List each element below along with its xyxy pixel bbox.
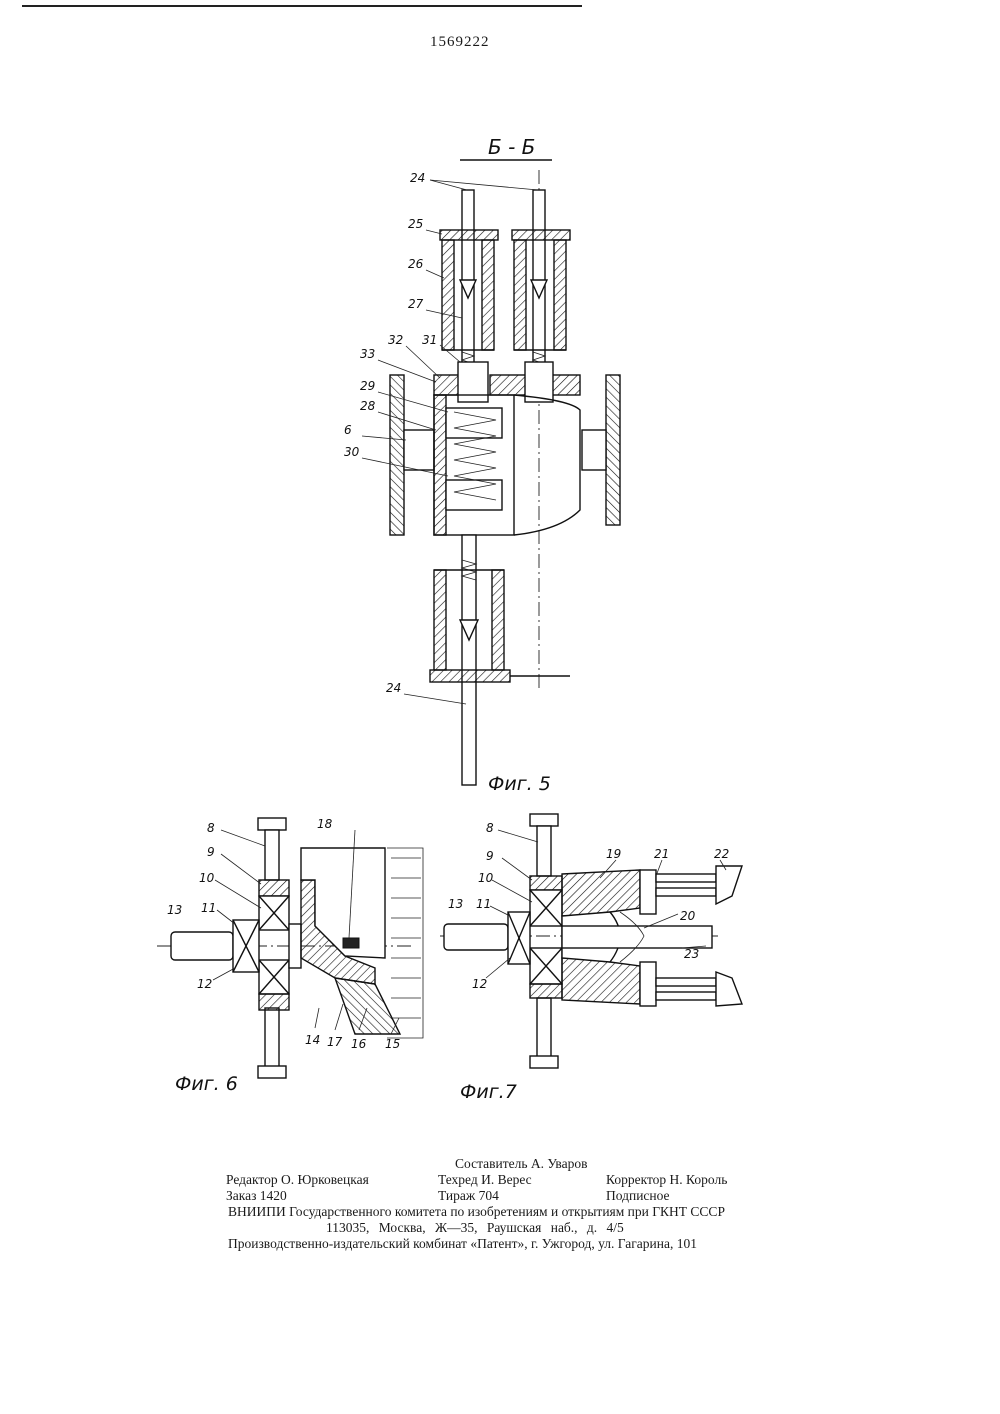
publisher-address: 113035, Москва, Ж—35, Раушская наб., д. … — [326, 1220, 624, 1236]
shaft-23 — [562, 926, 712, 948]
svg-text:15: 15 — [385, 1037, 400, 1051]
bracket-6 — [404, 430, 434, 470]
jaw-22-bottom — [716, 972, 742, 1006]
svg-text:32: 32 — [388, 333, 403, 347]
svg-text:29: 29 — [360, 379, 375, 393]
svg-text:17: 17 — [327, 1035, 343, 1049]
shaft-13 — [444, 924, 508, 950]
jaw-22-top — [716, 866, 742, 904]
piston-head — [458, 362, 488, 402]
housing-26-right-wall-a — [514, 240, 526, 350]
svg-text:12: 12 — [197, 977, 212, 991]
svg-text:21: 21 — [654, 847, 669, 861]
handle-8-bottom — [530, 1056, 558, 1068]
pin-21-a — [656, 874, 716, 882]
circulation: Тираж 704 — [438, 1188, 499, 1204]
body-28-break — [514, 395, 580, 535]
svg-text:10: 10 — [199, 871, 215, 885]
housing-26-left-wall-a — [442, 240, 454, 350]
svg-text:11: 11 — [201, 901, 216, 915]
figure-7: 8 9 10 13 11 12 19 21 22 20 23 Фиг.7 — [430, 808, 760, 1108]
svg-text:18: 18 — [317, 817, 333, 831]
svg-text:33: 33 — [360, 347, 375, 361]
housing-lower-wall-b — [492, 570, 504, 670]
svg-text:24: 24 — [410, 171, 425, 185]
editor: Редактор О. Юрковецкая — [226, 1172, 369, 1188]
order: Заказ 1420 — [226, 1188, 287, 1204]
imprint-block: Составитель А. Уваров Редактор О. Юркове… — [0, 1156, 1000, 1252]
fig7-caption: Фиг.7 — [460, 1081, 517, 1103]
part-17 — [335, 978, 400, 1034]
svg-text:6: 6 — [344, 423, 352, 437]
fig5-caption: Фиг. 5 — [488, 773, 551, 795]
figure-6-drawing: 8 9 10 13 11 12 18 14 17 16 15 Фиг. 6 — [155, 808, 425, 1108]
fig6-caption: Фиг. 6 — [175, 1073, 238, 1095]
svg-text:11: 11 — [476, 897, 491, 911]
shaft-13 — [171, 932, 233, 960]
svg-text:22: 22 — [714, 847, 729, 861]
svg-text:14: 14 — [305, 1033, 320, 1047]
handle-8-top — [258, 818, 286, 830]
figure-6: 8 9 10 13 11 12 18 14 17 16 15 Фиг. 6 — [155, 808, 425, 1108]
svg-text:26: 26 — [408, 257, 424, 271]
pin-18 — [343, 938, 359, 948]
piston-29 — [446, 408, 502, 438]
body-19-bottom — [562, 958, 640, 1004]
svg-text:28: 28 — [360, 399, 376, 413]
svg-text:8: 8 — [207, 821, 215, 835]
svg-text:25: 25 — [408, 217, 423, 231]
svg-text:30: 30 — [344, 445, 360, 459]
top-rule — [22, 5, 582, 7]
svg-text:9: 9 — [207, 845, 215, 859]
brush-15 — [387, 848, 423, 1038]
subscription: Подписное — [606, 1188, 670, 1204]
printing-plant: Производственно-издательский комбинат «П… — [228, 1236, 697, 1252]
svg-text:20: 20 — [680, 909, 696, 923]
figure-7-drawing: 8 9 10 13 11 12 19 21 22 20 23 Фиг.7 — [430, 808, 760, 1108]
figure-5: Б - Б — [330, 130, 660, 810]
figure-5-drawing: Б - Б — [330, 130, 660, 810]
svg-text:12: 12 — [472, 977, 487, 991]
svg-text:31: 31 — [422, 333, 437, 347]
housing-lower-wall-a — [434, 570, 446, 670]
svg-text:27: 27 — [408, 297, 424, 311]
stem-8 — [537, 826, 551, 876]
block-9 — [259, 880, 289, 896]
svg-text:23: 23 — [684, 947, 699, 961]
handle-8-bottom — [258, 1066, 286, 1078]
section-label: Б - Б — [488, 135, 535, 159]
svg-text:24: 24 — [386, 681, 401, 695]
stem-8 — [265, 830, 279, 880]
svg-text:16: 16 — [351, 1037, 367, 1051]
handle-8-top — [530, 814, 558, 826]
compiler: Составитель А. Уваров — [455, 1156, 588, 1172]
svg-text:13: 13 — [448, 897, 463, 911]
flange-25-left — [440, 230, 498, 240]
publisher-org: ВНИИПИ Государственного комитета по изоб… — [228, 1204, 725, 1220]
housing-26-right-wall-b — [554, 240, 566, 350]
body-28-wall — [434, 395, 446, 535]
flange-25-right — [512, 230, 570, 240]
svg-text:10: 10 — [478, 871, 494, 885]
svg-text:13: 13 — [167, 903, 182, 917]
housing-26-left-wall-b — [482, 240, 494, 350]
svg-text:8: 8 — [486, 821, 494, 835]
techred: Техред И. Верес — [438, 1172, 532, 1188]
corrector: Корректор Н. Король — [606, 1172, 727, 1188]
flange-lower — [430, 670, 510, 682]
block-9 — [530, 876, 562, 890]
svg-text:9: 9 — [486, 849, 494, 863]
svg-text:19: 19 — [606, 847, 621, 861]
wall-6-right — [606, 375, 620, 525]
patent-number: 1569222 — [430, 34, 490, 51]
